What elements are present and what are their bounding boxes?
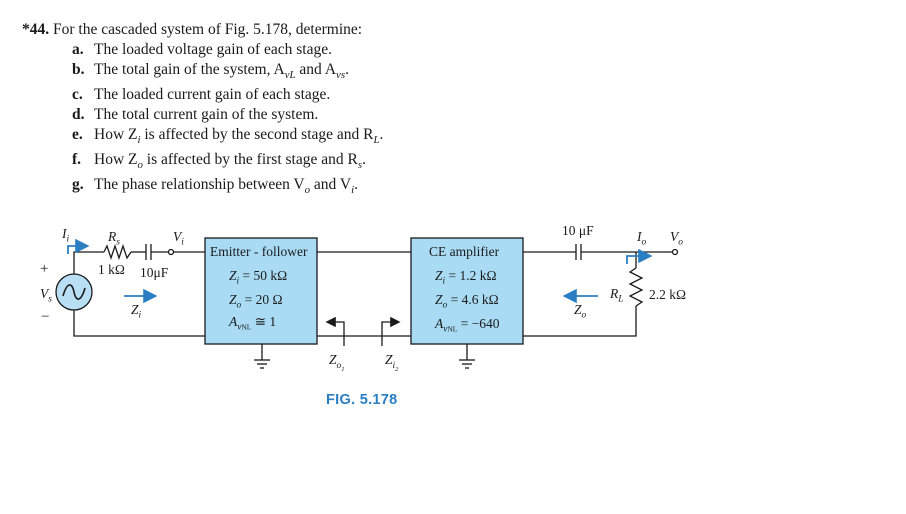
part-text: The loaded current gain of each stage. — [94, 86, 331, 104]
rl-label: RL — [610, 286, 624, 305]
part-text: . — [379, 126, 384, 144]
figure-caption: FIG. 5.178 — [326, 392, 398, 408]
part-text: and V — [310, 176, 352, 194]
part-letter: g. — [72, 176, 84, 194]
rl-value: 2.2 kΩ — [649, 287, 687, 302]
stage2-av: AvNL = −640 — [435, 316, 500, 335]
stage2-box — [410, 237, 524, 345]
stage2-zi: Zi = 1.2 kΩ — [435, 268, 497, 287]
part-text: The total gain of the system, A — [94, 61, 285, 78]
zo-label: Zo — [574, 302, 587, 321]
stage1-box — [204, 237, 318, 345]
part-f: f. How Zo is affected by the first stage … — [72, 150, 482, 175]
input-wiring — [73, 243, 205, 337]
part-sub: i — [351, 184, 355, 197]
part-letter: e. — [72, 126, 83, 144]
part-sub: o — [137, 159, 143, 172]
interstage-wiring — [317, 251, 411, 346]
part-text: is affected by the second stage and R — [140, 126, 374, 144]
part-letter: b. — [72, 61, 85, 78]
part-text: . — [354, 176, 358, 194]
problem-stem: For the cascaded system of Fig. 5.178, d… — [53, 21, 363, 38]
part-b: b. The total gain of the system, AvL and … — [72, 60, 482, 85]
part-text: and A — [295, 61, 337, 78]
part-a: a. The loaded voltage gain of each stage. — [72, 40, 482, 60]
part-text: How Z — [94, 151, 138, 169]
rs-label: Rs — [108, 229, 120, 248]
io-arrow — [626, 248, 653, 264]
part-sub: s — [357, 159, 363, 172]
problem-number: *44. — [22, 21, 50, 38]
part-d: d. The total current gain of the system. — [72, 105, 482, 125]
part-e: e. How Zi is affected by the second stage… — [72, 125, 482, 150]
part-sub: L — [373, 134, 380, 147]
ii-label: Ii — [62, 226, 70, 245]
stage2-zo: Zo = 4.6 kΩ — [435, 292, 499, 311]
part-text: The loaded voltage gain of each stage. — [94, 41, 332, 58]
part-letter: a. — [72, 41, 84, 58]
vo-label: Vo — [670, 229, 683, 248]
output-cap-value: 10 μF — [562, 223, 594, 238]
output-wiring — [523, 244, 679, 337]
problem-statement: *44. For the cascaded system of Fig. 5.1… — [22, 20, 482, 200]
problem-header: *44. For the cascaded system of Fig. 5.1… — [22, 20, 482, 40]
voltage-source — [55, 273, 93, 311]
ground-symbols — [254, 344, 475, 369]
zi-label: Zi — [131, 302, 142, 321]
part-text: How Z — [94, 126, 138, 144]
part-letter: c. — [72, 86, 83, 104]
ii-arrow — [67, 238, 90, 254]
plus-sign: + — [40, 261, 49, 277]
problem-parts: a. The loaded voltage gain of each stage.… — [72, 40, 482, 200]
part-sub: vs — [336, 69, 346, 82]
part-text: The phase relationship between V — [94, 176, 305, 194]
part-text: . — [362, 151, 366, 169]
part-c: c. The loaded current gain of each stage. — [72, 85, 482, 105]
io-label: Io — [637, 229, 647, 248]
part-sub: i — [137, 134, 141, 147]
vi-label: Vi — [173, 229, 184, 248]
part-text: . — [345, 61, 349, 78]
vs-label: Vs — [40, 286, 52, 305]
minus-sign: − — [41, 309, 50, 325]
part-sub: vL — [284, 69, 296, 82]
stage1-title: Emitter - follower — [210, 244, 308, 259]
stage1-av: AvNL ≅ 1 — [229, 314, 277, 333]
input-cap-value: 10μF — [140, 265, 169, 280]
stage1-zi: Zi = 50 kΩ — [229, 268, 288, 287]
part-sub: o — [304, 184, 311, 197]
stage2-title: CE amplifier — [429, 244, 500, 259]
zo1-label: Zo1 — [329, 352, 345, 373]
zi2-label: Zi2 — [385, 352, 399, 373]
part-g: g. The phase relationship between Vo and … — [72, 175, 482, 200]
stage1-zo: Zo = 20 Ω — [229, 292, 283, 311]
part-letter: f. — [72, 151, 82, 169]
part-letter: d. — [72, 106, 85, 124]
rs-value: 1 kΩ — [98, 262, 125, 277]
part-text: is affected by the first stage and R — [142, 151, 358, 169]
part-text: The total current gain of the system. — [94, 106, 319, 124]
